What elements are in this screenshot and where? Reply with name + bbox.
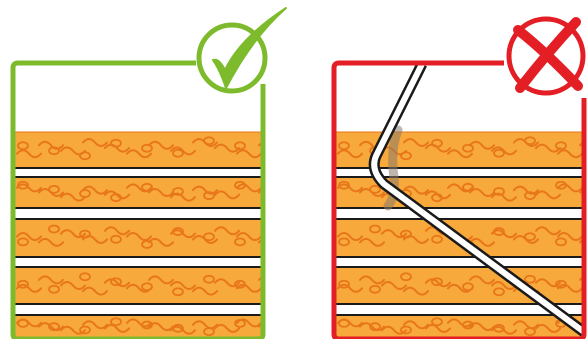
checkmark-icon <box>196 7 287 94</box>
panel-incorrect <box>331 16 587 339</box>
panel-correct <box>10 7 287 339</box>
bent-tube <box>368 63 584 337</box>
panel-frame-incorrect <box>331 60 587 339</box>
layer-stack-correct <box>13 131 263 339</box>
panel-frame-correct <box>10 60 266 339</box>
tube-shadow <box>383 125 403 211</box>
cross-icon <box>506 16 586 96</box>
